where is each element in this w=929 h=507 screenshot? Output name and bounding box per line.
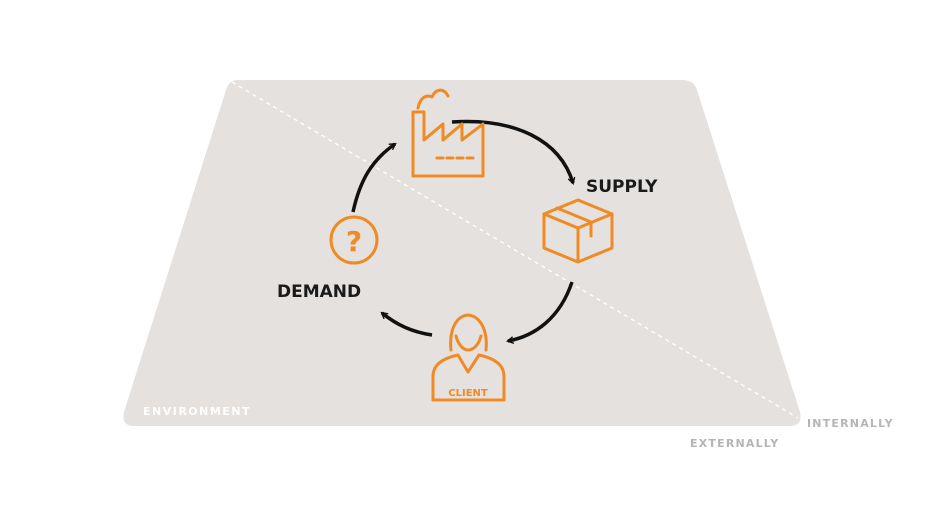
externally-label: EXTERNALLY <box>690 437 779 450</box>
client-label: CLIENT <box>448 388 488 399</box>
arrow-demand-to-factory <box>351 142 395 213</box>
environment-panel <box>123 80 801 426</box>
environment-label: ENVIRONMENT <box>143 405 251 418</box>
client-icon <box>431 313 506 402</box>
arrow-client-to-demand <box>382 311 433 337</box>
internally-label: INTERNALLY <box>807 417 894 430</box>
question-mark: ? <box>346 225 362 258</box>
package-icon <box>542 198 614 264</box>
internal-external-divider <box>231 81 799 419</box>
question-icon: ? <box>329 215 379 265</box>
factory-icon <box>411 88 485 178</box>
arrow-supply-to-client <box>508 281 574 341</box>
demand-label: DEMAND <box>277 282 361 302</box>
supply-label: SUPPLY <box>586 177 658 197</box>
arrow-factory-to-supply <box>451 119 573 183</box>
